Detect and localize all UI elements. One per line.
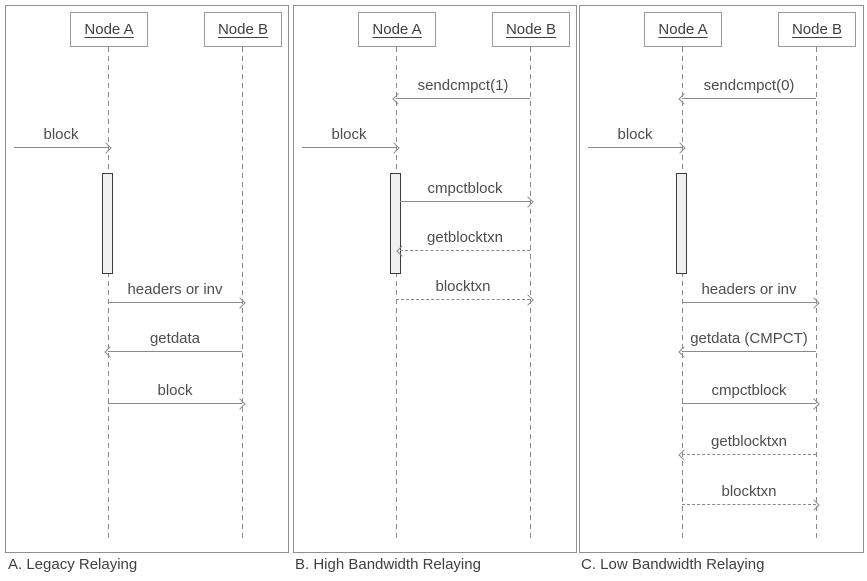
arrowhead-right-icon <box>234 398 246 410</box>
message-label: blocktxn <box>435 278 491 295</box>
actor-box-node-a: Node A <box>644 12 722 47</box>
message-line <box>588 142 686 154</box>
arrowhead-right-icon <box>808 499 820 511</box>
message-line <box>396 245 530 257</box>
lifeline-node-a <box>396 47 397 542</box>
message-label: block <box>331 126 367 143</box>
lifeline-node-b <box>530 47 531 542</box>
actor-box-node-b: Node B <box>492 12 570 47</box>
caption-legacy-relaying: A. Legacy Relaying <box>8 556 138 573</box>
message-line <box>302 142 400 154</box>
message-label: headers or inv <box>701 281 797 298</box>
actor-box-node-b: Node B <box>204 12 282 47</box>
panel-low-bandwidth-relaying: Node A Node B sendcmpct(0) block headers… <box>579 5 864 553</box>
arrowhead-right-icon <box>234 297 246 309</box>
message-line <box>678 449 816 461</box>
message-label: getdata (CMPCT) <box>690 330 808 347</box>
message-line <box>682 499 820 511</box>
caption-low-bandwidth-relaying: C. Low Bandwidth Relaying <box>581 556 765 573</box>
arrowhead-right-icon <box>388 142 400 154</box>
message-label: block <box>43 126 79 143</box>
actor-label: Node B <box>217 21 269 38</box>
message-line <box>678 346 816 358</box>
message-line <box>108 297 246 309</box>
activation-bar-node-a <box>390 173 401 274</box>
actor-label: Node A <box>372 21 422 38</box>
message-label: cmpctblock <box>711 382 787 399</box>
message-label: cmpctblock <box>427 180 503 197</box>
message-label: getdata <box>149 330 201 347</box>
panel-legacy-relaying: Node A Node B block headers or inv getda… <box>5 5 289 553</box>
actor-label: Node B <box>791 21 843 38</box>
panel-high-bandwidth-relaying: Node A Node B sendcmpct(1) block cmpctbl… <box>293 5 577 553</box>
message-label: sendcmpct(0) <box>703 77 795 94</box>
message-line <box>14 142 112 154</box>
arrowhead-left-icon <box>104 346 116 358</box>
lifeline-node-a <box>682 47 683 542</box>
message-label: getblocktxn <box>427 229 503 246</box>
arrowhead-left-icon <box>392 93 404 105</box>
message-line <box>396 294 534 306</box>
arrowhead-left-icon <box>678 346 690 358</box>
message-line <box>400 196 534 208</box>
arrowhead-left-icon <box>678 449 690 461</box>
message-label: getblocktxn <box>711 433 787 450</box>
arrowhead-right-icon <box>808 297 820 309</box>
activation-bar-node-a <box>676 173 687 274</box>
activation-bar-node-a <box>102 173 113 274</box>
actor-label: Node A <box>84 21 134 38</box>
arrowhead-right-icon <box>522 196 534 208</box>
message-label: block <box>157 382 193 399</box>
arrowhead-left-icon <box>678 93 690 105</box>
message-line <box>104 346 242 358</box>
message-line <box>392 93 530 105</box>
actor-box-node-a: Node A <box>358 12 436 47</box>
actor-label: Node B <box>505 21 557 38</box>
actor-box-node-a: Node A <box>70 12 148 47</box>
arrowhead-right-icon <box>674 142 686 154</box>
message-label: headers or inv <box>127 281 223 298</box>
lifeline-node-b <box>242 47 243 542</box>
message-line <box>678 93 816 105</box>
actor-box-node-b: Node B <box>778 12 856 47</box>
lifeline-node-b <box>816 47 817 542</box>
message-label: sendcmpct(1) <box>417 77 509 94</box>
arrowhead-right-icon <box>522 294 534 306</box>
message-line <box>682 398 820 410</box>
actor-label: Node A <box>658 21 708 38</box>
lifeline-node-a <box>108 47 109 542</box>
message-label: blocktxn <box>721 483 777 500</box>
message-label: block <box>617 126 653 143</box>
arrowhead-right-icon <box>808 398 820 410</box>
message-line <box>682 297 820 309</box>
message-line <box>108 398 246 410</box>
arrowhead-right-icon <box>100 142 112 154</box>
caption-high-bandwidth-relaying: B. High Bandwidth Relaying <box>295 556 481 573</box>
